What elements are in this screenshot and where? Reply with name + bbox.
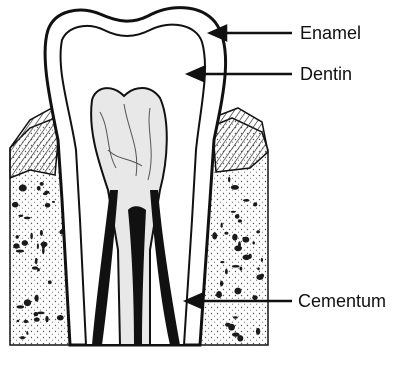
bone-speckle: [42, 247, 45, 254]
bone-speckle: [24, 217, 31, 220]
bone-speckle: [216, 291, 222, 298]
bone-speckle: [21, 185, 24, 187]
bone-speckle: [242, 237, 245, 240]
bone-speckle: [24, 299, 31, 306]
bone-speckle: [13, 243, 19, 248]
bone-speckle: [45, 203, 51, 208]
bone-speckle: [237, 335, 243, 341]
bone-speckle: [233, 316, 238, 318]
bone-speckle: [17, 320, 20, 322]
enamel-label: Enamel: [300, 24, 361, 42]
bone-speckle: [240, 267, 243, 271]
bone-speckle: [228, 177, 230, 183]
bone-speckle: [23, 320, 28, 323]
bone-speckle: [212, 232, 217, 239]
bone-speckle: [40, 230, 43, 236]
bone-speckle: [35, 295, 39, 302]
bone-speckle: [234, 245, 242, 251]
bone-speckle: [248, 254, 251, 259]
bone-speckle: [41, 242, 48, 247]
bone-speckle: [52, 201, 55, 203]
bone-speckle: [20, 336, 25, 339]
cementum-label: Cementum: [298, 292, 386, 310]
bone-speckle: [252, 242, 255, 245]
bone-speckle: [16, 235, 19, 239]
bone-speckle: [22, 240, 28, 246]
bone-speckle: [12, 202, 19, 208]
bone-speckle: [16, 305, 24, 308]
bone-speckle: [257, 267, 260, 270]
bone-speckle: [35, 258, 38, 265]
bone-speckle: [30, 233, 33, 240]
dentin-label: Dentin: [300, 65, 352, 83]
bone-speckle: [252, 295, 257, 300]
bone-speckle: [232, 265, 240, 268]
bone-speckle: [43, 193, 48, 196]
bone-speckle: [253, 202, 257, 206]
bone-speckle: [231, 185, 239, 190]
bone-speckle: [37, 312, 44, 315]
bone-speckle: [37, 186, 41, 191]
bone-speckle: [260, 274, 264, 278]
bone-speckle: [34, 317, 40, 321]
bone-speckle: [228, 324, 235, 331]
bone-speckle: [16, 250, 24, 253]
bone-speckle: [221, 223, 223, 228]
bone-speckle: [231, 211, 235, 213]
bone-speckle: [45, 316, 48, 322]
bone-speckle: [224, 232, 228, 235]
bone-speckle: [40, 182, 44, 186]
bone-speckle: [18, 215, 23, 217]
bone-speckle: [26, 331, 28, 335]
bone-speckle: [220, 281, 223, 287]
bone-speckle: [234, 288, 241, 295]
bone-speckle: [235, 214, 240, 219]
bone-speckle: [220, 261, 224, 263]
bone-speckle: [32, 266, 38, 269]
bone-speckle: [225, 269, 228, 275]
bone-speckle: [261, 258, 263, 262]
bone-speckle: [37, 243, 39, 249]
bone-speckle: [256, 230, 260, 233]
bone-speckle: [57, 315, 64, 320]
bone-speckle: [232, 234, 237, 241]
bone-speckle: [238, 219, 242, 222]
bone-speckle: [256, 328, 260, 335]
bone-speckle: [48, 280, 52, 284]
bone-speckle: [243, 199, 249, 202]
